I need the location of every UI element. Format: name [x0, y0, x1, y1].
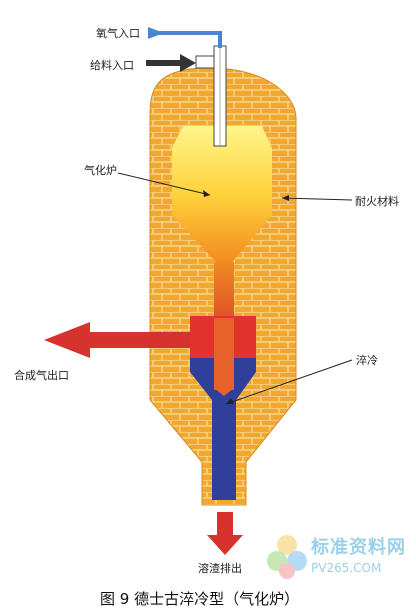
watermark: 标准资料网 PV265.COM [265, 527, 410, 585]
slag-arrow-shaft [217, 512, 233, 536]
feed-arrow-icon [180, 54, 196, 72]
label-feed-inlet: 给料入口 [90, 59, 134, 72]
label-syngas-outlet: 合成气出口 [14, 369, 69, 382]
oxygen-arrow-icon [148, 27, 164, 39]
throat-tube [214, 262, 234, 320]
oxygen-line [150, 31, 222, 48]
leader-gasifier [117, 172, 211, 196]
label-quench: 淬冷 [356, 354, 378, 367]
label-refractory: 耐火材料 [355, 195, 399, 208]
syngas-arrow-shaft [88, 332, 190, 348]
feed-arrow-shaft [146, 60, 182, 66]
slag-arrow-icon [207, 535, 243, 555]
watermark-text: 标准资料网 [311, 537, 406, 558]
dip-tube-tip [214, 388, 234, 396]
watermark-logo-icon [267, 535, 307, 579]
figure-caption: 图 9 德士古淬冷型（气化炉） [100, 590, 300, 608]
gasifier-chamber [172, 126, 272, 278]
feed-nozzle [195, 55, 215, 69]
label-gasifier: 气化炉 [84, 164, 117, 177]
syngas-arrow-icon [44, 322, 90, 358]
label-oxygen-inlet: 氧气入口 [96, 27, 140, 40]
leader-quench [225, 359, 353, 405]
watermark-url: PV265.COM [311, 561, 382, 575]
quench-water [190, 358, 256, 500]
dip-tube [214, 318, 234, 390]
label-slag-discharge: 溶渣排出 [198, 562, 242, 575]
leader-refractory [281, 197, 353, 201]
